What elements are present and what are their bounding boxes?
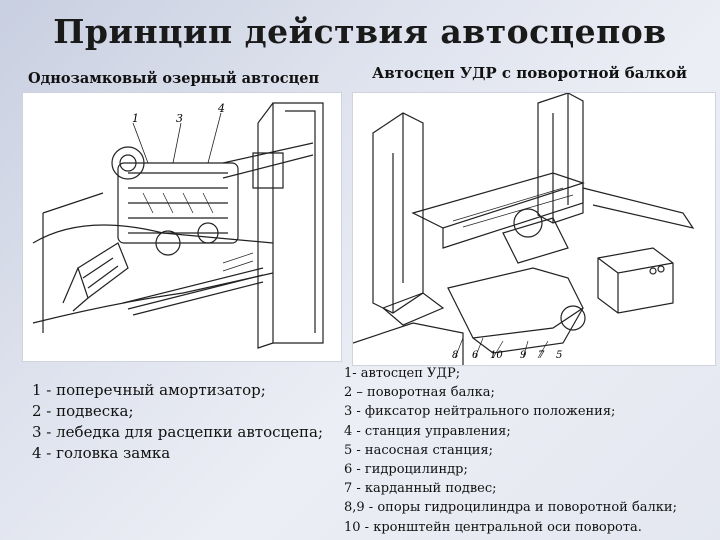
right-callout-6: 6: [472, 350, 479, 361]
right-callout-7: 7: [538, 350, 545, 361]
right-legend-item: 8,9 - опоры гидроцилиндра и поворотной б…: [344, 500, 677, 516]
right-legend: 1- автосцеп УДР; 2 – поворотная балка; 3…: [344, 364, 677, 537]
slide-title: Принцип действия автосцепов: [53, 12, 667, 51]
left-legend-item: 4 - головка замка: [32, 444, 171, 462]
right-callout-9: 9: [520, 350, 527, 361]
right-legend-item: 7 - карданный подвес;: [344, 481, 497, 497]
right-callout-5: 5: [556, 350, 563, 361]
left-legend-item: 2 - подвеска;: [32, 402, 134, 420]
left-callout-1: 1: [132, 112, 139, 125]
right-legend-item: 2 – поворотная балка;: [344, 385, 495, 401]
right-legend-item: 6 - гидроцилиндр;: [344, 462, 468, 478]
left-subtitle: Однозамковый озерный автосцеп: [28, 70, 320, 87]
left-callout-3: 3: [176, 112, 183, 125]
right-callout-8: 8: [452, 350, 459, 361]
right-legend-item: 5 - насосная станция;: [344, 442, 493, 458]
left-callout-4: 4: [218, 102, 225, 115]
right-legend-item: 3 - фиксатор нейтрального положения;: [344, 404, 616, 420]
left-legend-item: 3 - лебедка для расцепки автосцепа;: [32, 423, 324, 441]
udr-coupler-drawing: [352, 92, 716, 366]
right-legend-item: 4 - станция управления;: [344, 423, 511, 439]
right-subtitle: Автосцеп УДР с поворотной балкой: [372, 64, 688, 82]
left-legend-item: 1 - поперечный амортизатор;: [32, 381, 266, 399]
right-callout-10: 10: [490, 350, 503, 361]
left-legend: 1 - поперечный амортизатор; 2 - подвеска…: [32, 380, 323, 464]
right-legend-item: 10 - кронштейн центральной оси поворота.: [344, 519, 642, 535]
lake-coupler-drawing: [22, 92, 342, 362]
right-legend-item: 1- автосцеп УДР;: [344, 366, 461, 381]
